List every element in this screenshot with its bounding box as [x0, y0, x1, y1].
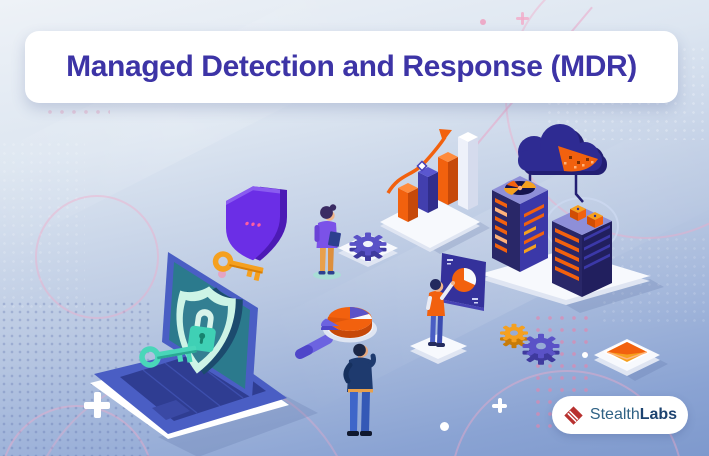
- growth-arrow-icon: [386, 129, 452, 194]
- gear-pair-icon: [500, 323, 560, 365]
- stealthlabs-logo: StealthLabs: [552, 396, 688, 434]
- plus-decoration: [516, 12, 529, 25]
- server-tower-left: [492, 176, 548, 272]
- cloud-servers-illustration: [480, 124, 664, 313]
- bar-orange-tall: [438, 152, 458, 205]
- gear-platform-icon: [338, 232, 398, 267]
- logo-text: StealthLabs: [590, 406, 677, 424]
- chip-icon: [570, 205, 586, 221]
- white-dot: [582, 352, 588, 358]
- gold-key-icon: [212, 251, 264, 282]
- pink-dot: [218, 270, 226, 278]
- plus-decoration: [492, 398, 507, 413]
- plus-decoration: [84, 392, 110, 418]
- bar-orange-small: [398, 183, 418, 222]
- pie-3d-icon: [320, 307, 372, 338]
- laptop-security-illustration: [90, 252, 318, 456]
- ring-decoration: [35, 195, 159, 319]
- purple-shield-icon: [226, 186, 287, 261]
- analyst-woman-figure: [313, 204, 341, 280]
- thinking-man-figure: [343, 343, 376, 436]
- logo-text-regular: Stealth: [589, 406, 640, 423]
- presenter-board-illustration: [410, 253, 486, 364]
- teal-key-icon: [139, 345, 197, 368]
- pie-board-icon: [440, 253, 486, 311]
- growth-bar-chart-icon: [380, 129, 490, 254]
- gauge-icon: [503, 179, 537, 197]
- cloud-icon: [518, 124, 607, 175]
- stealthlabs-diamond-icon: [564, 405, 583, 425]
- pink-dot: [480, 19, 486, 25]
- padlock-icon: [187, 309, 216, 353]
- title-card: Managed Detection and Response (MDR): [25, 31, 678, 103]
- white-dot: [440, 422, 449, 431]
- bar-white: [458, 132, 478, 210]
- email-tile-icon: [594, 339, 668, 381]
- chip-icon: [587, 212, 603, 228]
- server-tower-right: [552, 205, 612, 297]
- page-title: Managed Detection and Response (MDR): [66, 50, 637, 83]
- envelope-icon: [603, 340, 651, 364]
- bar-indigo: [418, 167, 438, 213]
- presenter-man-figure: [426, 279, 455, 347]
- pink-dot-grid: [44, 106, 110, 122]
- logo-text-bold: Labs: [639, 406, 678, 423]
- magnifier-pie-icon: [295, 307, 377, 359]
